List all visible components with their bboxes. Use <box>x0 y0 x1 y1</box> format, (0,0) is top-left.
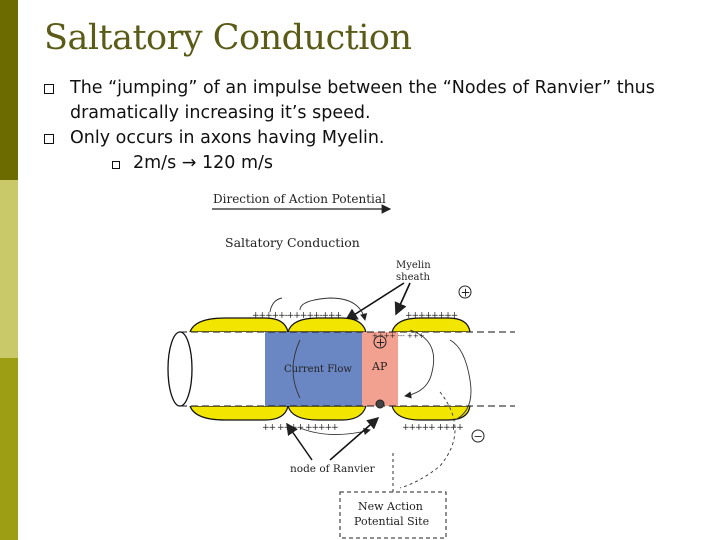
positive-ion-sign: + <box>376 336 386 350</box>
charge-label: ++++++++ <box>405 311 458 321</box>
bullet-item-myelin: Only occurs in axons having Myelin. <box>44 126 704 151</box>
current-loop-arrow <box>404 329 435 399</box>
charge-label: +++++-+++++-+++ <box>252 311 342 321</box>
slide-title: Saltatory Conduction <box>44 18 412 58</box>
square-bullet-icon <box>44 134 54 144</box>
charge-label: +++++ ++++ <box>402 423 463 433</box>
myelin-segment <box>287 317 367 333</box>
current-loop-arrow <box>299 297 368 321</box>
node-of-ranvier-label: node of Ranvier <box>290 463 376 475</box>
side-accent-bar <box>0 0 18 540</box>
action-potential-region <box>362 332 398 406</box>
side-bar-segment-bottom <box>0 358 18 540</box>
direction-label: Direction of Action Potential <box>213 192 386 206</box>
node-pointer-right <box>329 417 380 461</box>
positive-ion-sign: + <box>461 286 471 300</box>
axon-cut-end <box>167 331 193 407</box>
myelin-segment <box>391 317 471 333</box>
myelin-label-line2: sheath <box>396 272 430 283</box>
node-pointer-left <box>286 422 313 461</box>
bullet-text: The “jumping” of an impulse between the … <box>70 78 655 123</box>
positive-ion-icon <box>458 285 472 299</box>
charge-label: ++++ --- +++ <box>372 332 425 340</box>
myelin-pointer-left <box>344 282 405 321</box>
myelin-label: Myelin <box>396 260 431 271</box>
diagram-heading: Saltatory Conduction <box>225 235 360 250</box>
myelin-segment <box>189 317 289 333</box>
current-flow-label: Current Flow <box>284 364 352 375</box>
negative-ion-icon <box>375 399 385 409</box>
saltatory-conduction-diagram: Direction of Action Potential Saltatory … <box>167 192 515 539</box>
ap-label: AP <box>371 360 388 373</box>
side-bar-segment-top <box>0 0 18 180</box>
new-site-label-line2: Potential Site <box>354 515 429 528</box>
bullet-item-jumping: The “jumping” of an impulse between the … <box>44 76 704 126</box>
myelin-pointer-right <box>394 282 411 316</box>
positive-ion-icon <box>373 335 387 349</box>
negative-ion-sign: − <box>474 430 483 443</box>
current-flow-region <box>265 332 362 406</box>
side-bar-segment-middle <box>0 180 18 358</box>
square-bullet-icon <box>44 84 54 94</box>
sub-bullet-text: 2m/s → 120 m/s <box>133 153 274 173</box>
myelin-segment <box>189 405 289 421</box>
myelin-segment <box>287 405 367 421</box>
square-bullet-icon <box>112 161 120 169</box>
current-loop-arrow <box>292 339 301 399</box>
new-site-label: New Action <box>358 500 423 513</box>
current-loop-arrow <box>269 297 283 313</box>
bullet-text: Only occurs in axons having Myelin. <box>70 128 385 148</box>
negative-ion-icon <box>471 429 485 443</box>
sub-bullet-speed: 2m/s → 120 m/s <box>44 151 704 176</box>
bullet-list: The “jumping” of an impulse between the … <box>44 76 704 176</box>
charge-label: ++ ++++ +++++ <box>262 423 338 433</box>
current-loop-arrow <box>449 339 472 421</box>
